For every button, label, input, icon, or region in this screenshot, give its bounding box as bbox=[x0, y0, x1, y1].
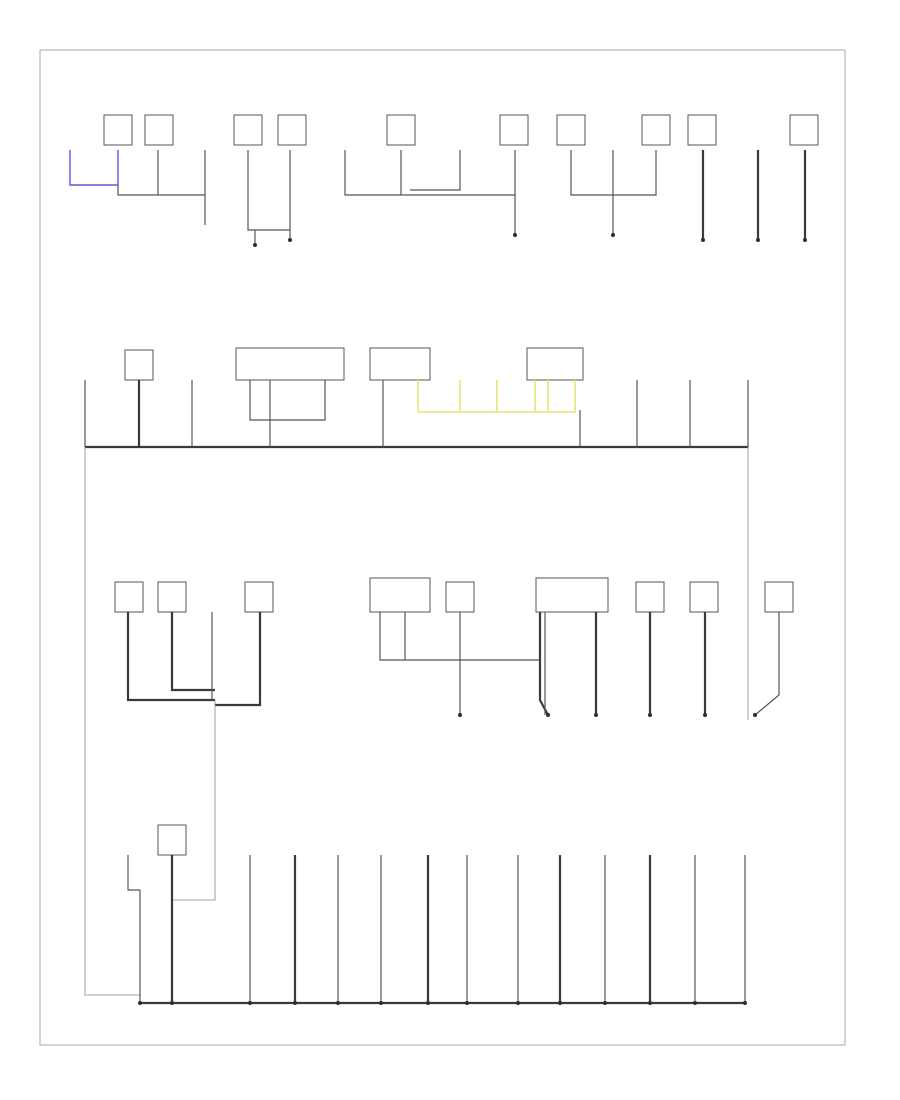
wire-r1-d bbox=[247, 150, 290, 231]
row-1-grounds bbox=[253, 233, 807, 247]
row-1-components bbox=[103, 114, 819, 146]
row-4-components bbox=[157, 824, 187, 856]
component-r3-1 bbox=[114, 581, 144, 613]
component-r3-8 bbox=[635, 581, 665, 613]
highlight-wire-blue bbox=[69, 150, 119, 186]
ground-r1-6 bbox=[756, 238, 760, 242]
wire-r3-n bbox=[754, 612, 780, 716]
row-1-wires bbox=[69, 150, 807, 245]
ground-r1-1 bbox=[253, 243, 257, 247]
ground-r1-7 bbox=[803, 238, 807, 242]
component-r3-10 bbox=[764, 581, 794, 613]
row-3-grounds bbox=[458, 713, 757, 717]
component-r1-6 bbox=[386, 114, 416, 146]
component-r3-4 bbox=[244, 581, 274, 613]
component-r1-3 bbox=[144, 114, 174, 146]
ground-r3-2 bbox=[546, 713, 550, 717]
ground-r4-4 bbox=[293, 1001, 297, 1005]
ground-r4-3 bbox=[248, 1001, 252, 1005]
row-4-grounds bbox=[138, 1001, 747, 1005]
ground-r4-6 bbox=[379, 1001, 383, 1005]
wire-r3-f bbox=[379, 612, 540, 661]
wire-r4-a bbox=[127, 855, 140, 891]
wire-r1-a bbox=[117, 150, 206, 196]
wire-r2-d bbox=[249, 380, 326, 421]
ground-r4-5 bbox=[336, 1001, 340, 1005]
ground-r1-5 bbox=[701, 238, 705, 242]
wire-r3-d bbox=[215, 612, 262, 707]
component-r1-11 bbox=[789, 114, 819, 146]
component-r3-6 bbox=[445, 581, 475, 613]
ground-r4-8 bbox=[465, 1001, 469, 1005]
wire-left-trunk bbox=[84, 447, 140, 996]
row-4-wires bbox=[127, 855, 746, 1005]
ground-r1-2 bbox=[288, 238, 292, 242]
component-r3-7 bbox=[535, 577, 609, 613]
ground-r4-11 bbox=[603, 1001, 607, 1005]
component-r1-2 bbox=[103, 114, 133, 146]
component-r1-8 bbox=[556, 114, 586, 146]
row-3-wires bbox=[126, 612, 780, 901]
component-r3-5 bbox=[369, 577, 431, 613]
ground-r3-1 bbox=[458, 713, 462, 717]
component-r1-5 bbox=[277, 114, 307, 146]
component-r1-4 bbox=[233, 114, 263, 146]
ground-r3-4 bbox=[648, 713, 652, 717]
component-r2-4 bbox=[235, 347, 345, 381]
highlight-wire-yellow bbox=[417, 380, 576, 413]
component-r2-2 bbox=[124, 349, 154, 381]
wire-r3-e bbox=[172, 700, 216, 901]
ground-r1-3 bbox=[513, 233, 517, 237]
component-r2-7 bbox=[526, 347, 584, 381]
component-r1-10 bbox=[687, 114, 717, 146]
row-2-components bbox=[124, 347, 584, 381]
wire-r3-a bbox=[126, 612, 215, 702]
wire-r1-i bbox=[410, 150, 461, 191]
wire-r1-g bbox=[344, 150, 515, 196]
ground-r4-9 bbox=[516, 1001, 520, 1005]
component-r1-7 bbox=[499, 114, 529, 146]
ground-r4-13 bbox=[693, 1001, 697, 1005]
wire-r3-i bbox=[538, 612, 549, 716]
ground-r3-3 bbox=[594, 713, 598, 717]
ground-r4-7 bbox=[426, 1001, 430, 1005]
ground-r4-12 bbox=[648, 1001, 652, 1005]
row-2-wires bbox=[84, 380, 749, 996]
diagram-border bbox=[39, 49, 846, 1046]
ground-r1-4 bbox=[611, 233, 615, 237]
ground-r3-6 bbox=[753, 713, 757, 717]
component-r3-2 bbox=[157, 581, 187, 613]
wire-r3-b bbox=[170, 612, 215, 692]
ground-r4-1 bbox=[138, 1001, 142, 1005]
ground-r3-5 bbox=[703, 713, 707, 717]
component-r3-9 bbox=[689, 581, 719, 613]
ground-r4-14 bbox=[743, 1001, 747, 1005]
component-r2-5 bbox=[369, 347, 431, 381]
row-3-components bbox=[114, 577, 794, 613]
ground-r4-10 bbox=[558, 1001, 562, 1005]
component-r1-9 bbox=[641, 114, 671, 146]
ground-r4-2 bbox=[170, 1001, 174, 1005]
component-r4-2 bbox=[157, 824, 187, 856]
